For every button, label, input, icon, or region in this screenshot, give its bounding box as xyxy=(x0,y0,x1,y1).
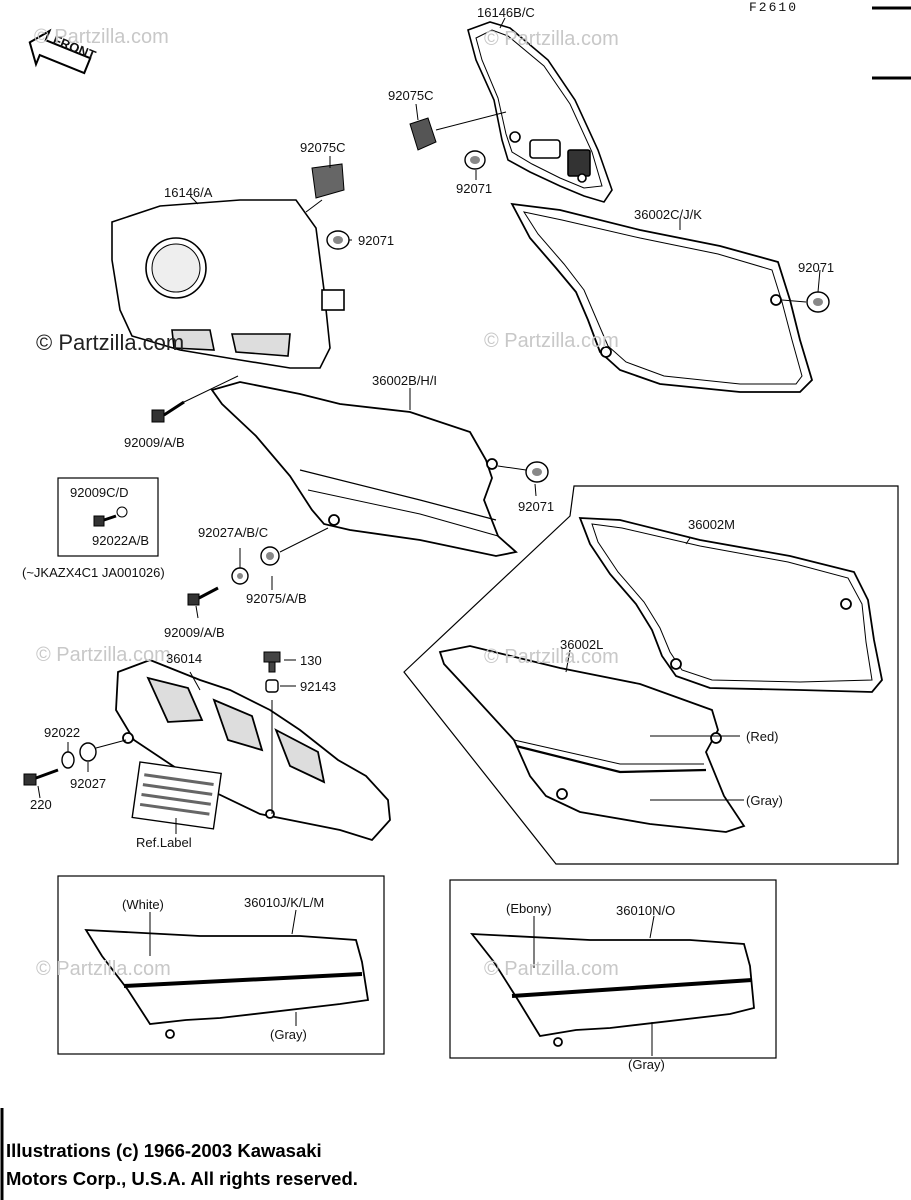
part-label-36014: 36014 xyxy=(166,651,203,666)
part-label-92075c-top: 92075C xyxy=(388,88,434,103)
ref-label-decal xyxy=(131,761,222,830)
part-label-16146a: 16146/A xyxy=(164,185,213,200)
color-label-gray: (Gray) xyxy=(628,1057,665,1072)
part-label-92009ab-2: 92009/A/B xyxy=(164,625,225,640)
part-label-92009ab: 92009/A/B xyxy=(124,435,185,450)
part-label-92071-top: 92071 xyxy=(456,181,493,196)
part-label-92075ab: 92075/A/B xyxy=(246,591,307,606)
side-cover-36002m xyxy=(578,517,883,693)
side-cover-36002cjk xyxy=(510,202,814,393)
side-cover-36002bhi xyxy=(210,381,518,557)
box-36010no xyxy=(449,879,777,1059)
bolt-92009ab-2 xyxy=(187,586,219,606)
bolt-130 xyxy=(263,651,281,814)
bolt-92009ab-1 xyxy=(151,375,239,423)
watermark: © Partzilla.com xyxy=(36,644,171,666)
color-label-gray: (Gray) xyxy=(746,793,783,808)
side-cover-16146bc xyxy=(467,21,613,203)
watermark: © Partzilla.com xyxy=(484,646,619,668)
side-cover-36010no xyxy=(470,933,755,1047)
part-label-92071-right: 92071 xyxy=(798,260,835,275)
part-label-92071-mid: 92071 xyxy=(518,499,555,514)
copyright-line-2: Motors Corp., U.S.A. All rights reserved… xyxy=(6,1168,358,1189)
part-label-92027abc: 92027A/B/C xyxy=(198,525,269,540)
color-label-red: (Red) xyxy=(746,729,779,744)
grommet-92075c-left xyxy=(305,163,345,213)
watermark: © Partzilla.com xyxy=(36,958,171,980)
washer-92143 xyxy=(265,679,279,693)
alt-cover-inset xyxy=(403,485,899,865)
part-label-92027: 92027 xyxy=(70,776,107,791)
grommet-92075ab xyxy=(260,527,329,566)
watermark: © Partzilla.com xyxy=(484,958,619,980)
side-cover-16146a xyxy=(111,199,345,369)
box-36010jklm xyxy=(57,875,385,1055)
side-cover-36002l xyxy=(438,645,746,833)
part-label-36010jklm: 36010J/K/L/M xyxy=(244,895,325,910)
side-cover-36010jklm xyxy=(84,929,370,1039)
grommet-92071-left xyxy=(326,230,350,250)
part-label-92143: 92143 xyxy=(300,679,337,694)
collar-92027 xyxy=(79,739,127,762)
part-label-92009cd: 92009C/D xyxy=(70,485,129,500)
bolt-220 xyxy=(23,768,59,786)
leader-lines xyxy=(37,17,821,1056)
front-arrow-icon xyxy=(28,28,92,75)
figure-code: F2610 xyxy=(749,0,799,15)
part-label-36010no: 36010N/O xyxy=(616,903,676,918)
lower-cover-36014 xyxy=(115,659,391,842)
part-label-92022ab: 92022A/B xyxy=(92,533,150,548)
collar-92027abc xyxy=(231,567,249,585)
part-label-36002cjk: 36002C/J/K xyxy=(634,207,702,222)
washer-92022 xyxy=(61,751,75,769)
color-label-gray: (Gray) xyxy=(270,1027,307,1042)
serial-box xyxy=(57,477,159,557)
part-label-220: 220 xyxy=(30,797,52,812)
part-label-36002m: 36002M xyxy=(688,517,735,532)
part-label-92075c-left: 92075C xyxy=(300,140,346,155)
part-label-36002bhi: 36002B/H/I xyxy=(372,373,438,388)
part-label-16146bc: 16146B/C xyxy=(477,5,535,20)
watermark: © Partzilla.com xyxy=(36,330,185,355)
grommet-92071-right xyxy=(781,291,830,313)
ref-label-text: Ref.Label xyxy=(136,835,192,850)
watermark: © Partzilla.com xyxy=(34,26,169,48)
grommet-92071-mid xyxy=(497,461,549,483)
watermark: © Partzilla.com xyxy=(484,28,619,50)
part-label-92022: 92022 xyxy=(44,725,81,740)
grommet-92075c-top xyxy=(409,111,507,151)
bolt-92009cd xyxy=(93,506,128,527)
watermark: © Partzilla.com xyxy=(484,330,619,352)
color-label-ebony: (Ebony) xyxy=(506,901,552,916)
part-label-36002l: 36002L xyxy=(560,637,604,652)
part-label-130: 130 xyxy=(300,653,322,668)
grommet-92071-top xyxy=(464,150,486,170)
color-label-white: (White) xyxy=(122,897,164,912)
copyright-line-1: Illustrations (c) 1966-2003 Kawasaki xyxy=(6,1140,322,1161)
part-label-92071-left: 92071 xyxy=(358,233,395,248)
serial-note: (~JKAZX4C1 JA001026) xyxy=(22,565,165,580)
